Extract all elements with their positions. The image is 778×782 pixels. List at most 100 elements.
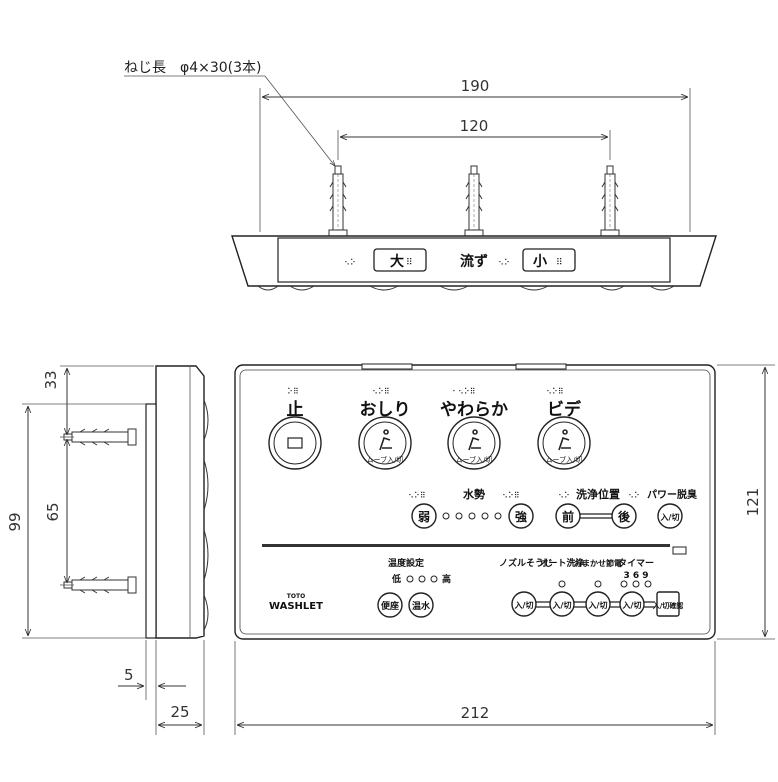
braille-dots: ⠢⠕⠿: [372, 387, 390, 396]
seated-person-icon: [379, 429, 392, 451]
braille-dots: ⠢⠕: [628, 491, 640, 500]
mode-yawaraka-sub: ムーブ入/切: [456, 455, 493, 464]
braille-dots: ⠢⠕⠿: [408, 491, 426, 500]
seated-person-icon: [558, 429, 571, 451]
eco-button-label: 入/切: [588, 600, 608, 610]
mode-yawaraka-button[interactable]: [447, 416, 501, 470]
mode-bidet-sub: ムーブ入/切: [546, 455, 583, 464]
dim-120-label: 120: [460, 117, 489, 135]
timer-values: 3 6 9: [623, 571, 648, 581]
timer-indicator: [620, 580, 628, 588]
side-body: [155, 365, 205, 639]
back-position-button[interactable]: [611, 503, 637, 529]
flush-big-label: 大: [390, 253, 404, 270]
flush-label: 流ず: [460, 253, 488, 270]
side-view: 33 99 65 5 25: [6, 365, 209, 735]
timer-indicator: [632, 580, 640, 588]
anchor-screw-center: [464, 165, 484, 237]
braille-dots: ⠢⠕⠿: [546, 387, 564, 396]
mode-yawaraka-ring: [452, 421, 496, 465]
side-anchor-top: [63, 428, 137, 446]
pressure-indicator: [494, 512, 502, 520]
front-position-button[interactable]: [555, 503, 581, 529]
nozzle-clean-button-label: 入/切: [514, 600, 534, 610]
mode-stop-label: 止: [287, 399, 304, 420]
timer-button-label: 入/切: [622, 600, 642, 610]
pressure-indicator: [442, 512, 450, 520]
front-position-label: 前: [562, 509, 574, 524]
seated-person-icon: [468, 429, 481, 451]
water-temp-label: 温水: [412, 600, 431, 612]
confirm-button-label: 入/切確認: [652, 601, 684, 610]
stop-icon: [287, 437, 303, 449]
dim-99-label: 99: [6, 512, 24, 531]
dim-33-label: 33: [42, 370, 60, 389]
auto-wash-button[interactable]: [549, 591, 575, 617]
mode-oshiri-label: おしり: [360, 400, 411, 420]
nozzle-label: ノズルそうじ: [499, 557, 553, 569]
back-position-label: 後: [618, 509, 631, 524]
confirm-button[interactable]: [656, 591, 680, 617]
dim-65-label: 65: [44, 502, 62, 521]
pressure-indicator: [455, 512, 463, 520]
braille-dots: ⠕⠿: [287, 387, 299, 396]
front-panel-inner: [239, 369, 711, 635]
weak-label: 弱: [418, 509, 430, 524]
auto-wash-indicator: [558, 580, 566, 588]
mode-oshiri-sub: ムーブ入/切: [367, 455, 404, 464]
dim-190-label: 190: [461, 77, 490, 95]
water-temp-button[interactable]: [408, 592, 434, 618]
temp-indicator: [430, 575, 438, 583]
side-back-plate: [145, 403, 157, 639]
water-pressure-label: 水勢: [463, 487, 485, 501]
braille-dots: ⠿: [556, 257, 563, 268]
side-anchor-bottom: [63, 576, 137, 594]
strong-label: 強: [515, 509, 527, 524]
top-view: ねじ長 φ4×30(3本) 190 120 ⠢⠕ 大 ⠿ 流ず ⠢⠕ 小 ⠿: [124, 60, 717, 291]
nozzle-clean-button[interactable]: [511, 591, 537, 617]
seat-temp-label: 便座: [381, 600, 399, 612]
dim-25-label: 25: [170, 703, 189, 721]
mode-bidet-label: ビデ: [547, 399, 582, 420]
timer-indicator: [644, 580, 652, 588]
braille-dots: ⠢⠕: [558, 491, 570, 500]
panel-divider: [262, 544, 670, 547]
power-deodor-button-label: 入/切: [660, 512, 680, 522]
mode-bidet-button[interactable]: [537, 416, 591, 470]
timer-button[interactable]: [619, 591, 645, 617]
sensor-slot-right: [515, 363, 567, 370]
flush-small-label: 小: [533, 254, 547, 270]
top-body-front: [277, 237, 671, 283]
callout-leader: [264, 75, 335, 166]
flush-big-button[interactable]: [373, 248, 427, 272]
pressure-indicator: [468, 512, 476, 520]
auto-wash-button-label: 入/切: [552, 600, 572, 610]
brand-logo: WASHLET: [269, 601, 323, 612]
eco-button[interactable]: [585, 591, 611, 617]
mode-oshiri-ring: [363, 421, 407, 465]
weak-button[interactable]: [411, 503, 437, 529]
auto-wash-label: オート洗浄: [539, 557, 584, 569]
temp-indicator: [406, 575, 414, 583]
strong-button[interactable]: [508, 503, 534, 529]
brand-small: TOTO: [287, 593, 305, 600]
battery-icon: [672, 546, 687, 555]
temp-label: 温度設定: [388, 557, 425, 569]
mode-oshiri-button[interactable]: [358, 416, 412, 470]
power-deodor-button[interactable]: [657, 503, 683, 529]
braille-dots: ⠂⠢⠕⠿: [452, 387, 475, 396]
front-panel: [234, 364, 716, 640]
anchor-screw-right: [600, 165, 620, 237]
braille-dots: ⠿: [406, 257, 413, 268]
braille-dots: ⠢⠕: [344, 258, 356, 267]
flush-small-button[interactable]: [522, 248, 576, 272]
eco-indicator: [594, 580, 602, 588]
dim-212-label: 212: [461, 704, 490, 722]
braille-dots: ⠢⠕: [498, 258, 510, 267]
mode-stop-ring: [273, 421, 317, 465]
pressure-indicator: [481, 512, 489, 520]
power-deodor-label: パワー脱臭: [647, 488, 697, 501]
seat-temp-button[interactable]: [377, 592, 403, 618]
eco-label: おまかせ節電: [574, 558, 622, 568]
